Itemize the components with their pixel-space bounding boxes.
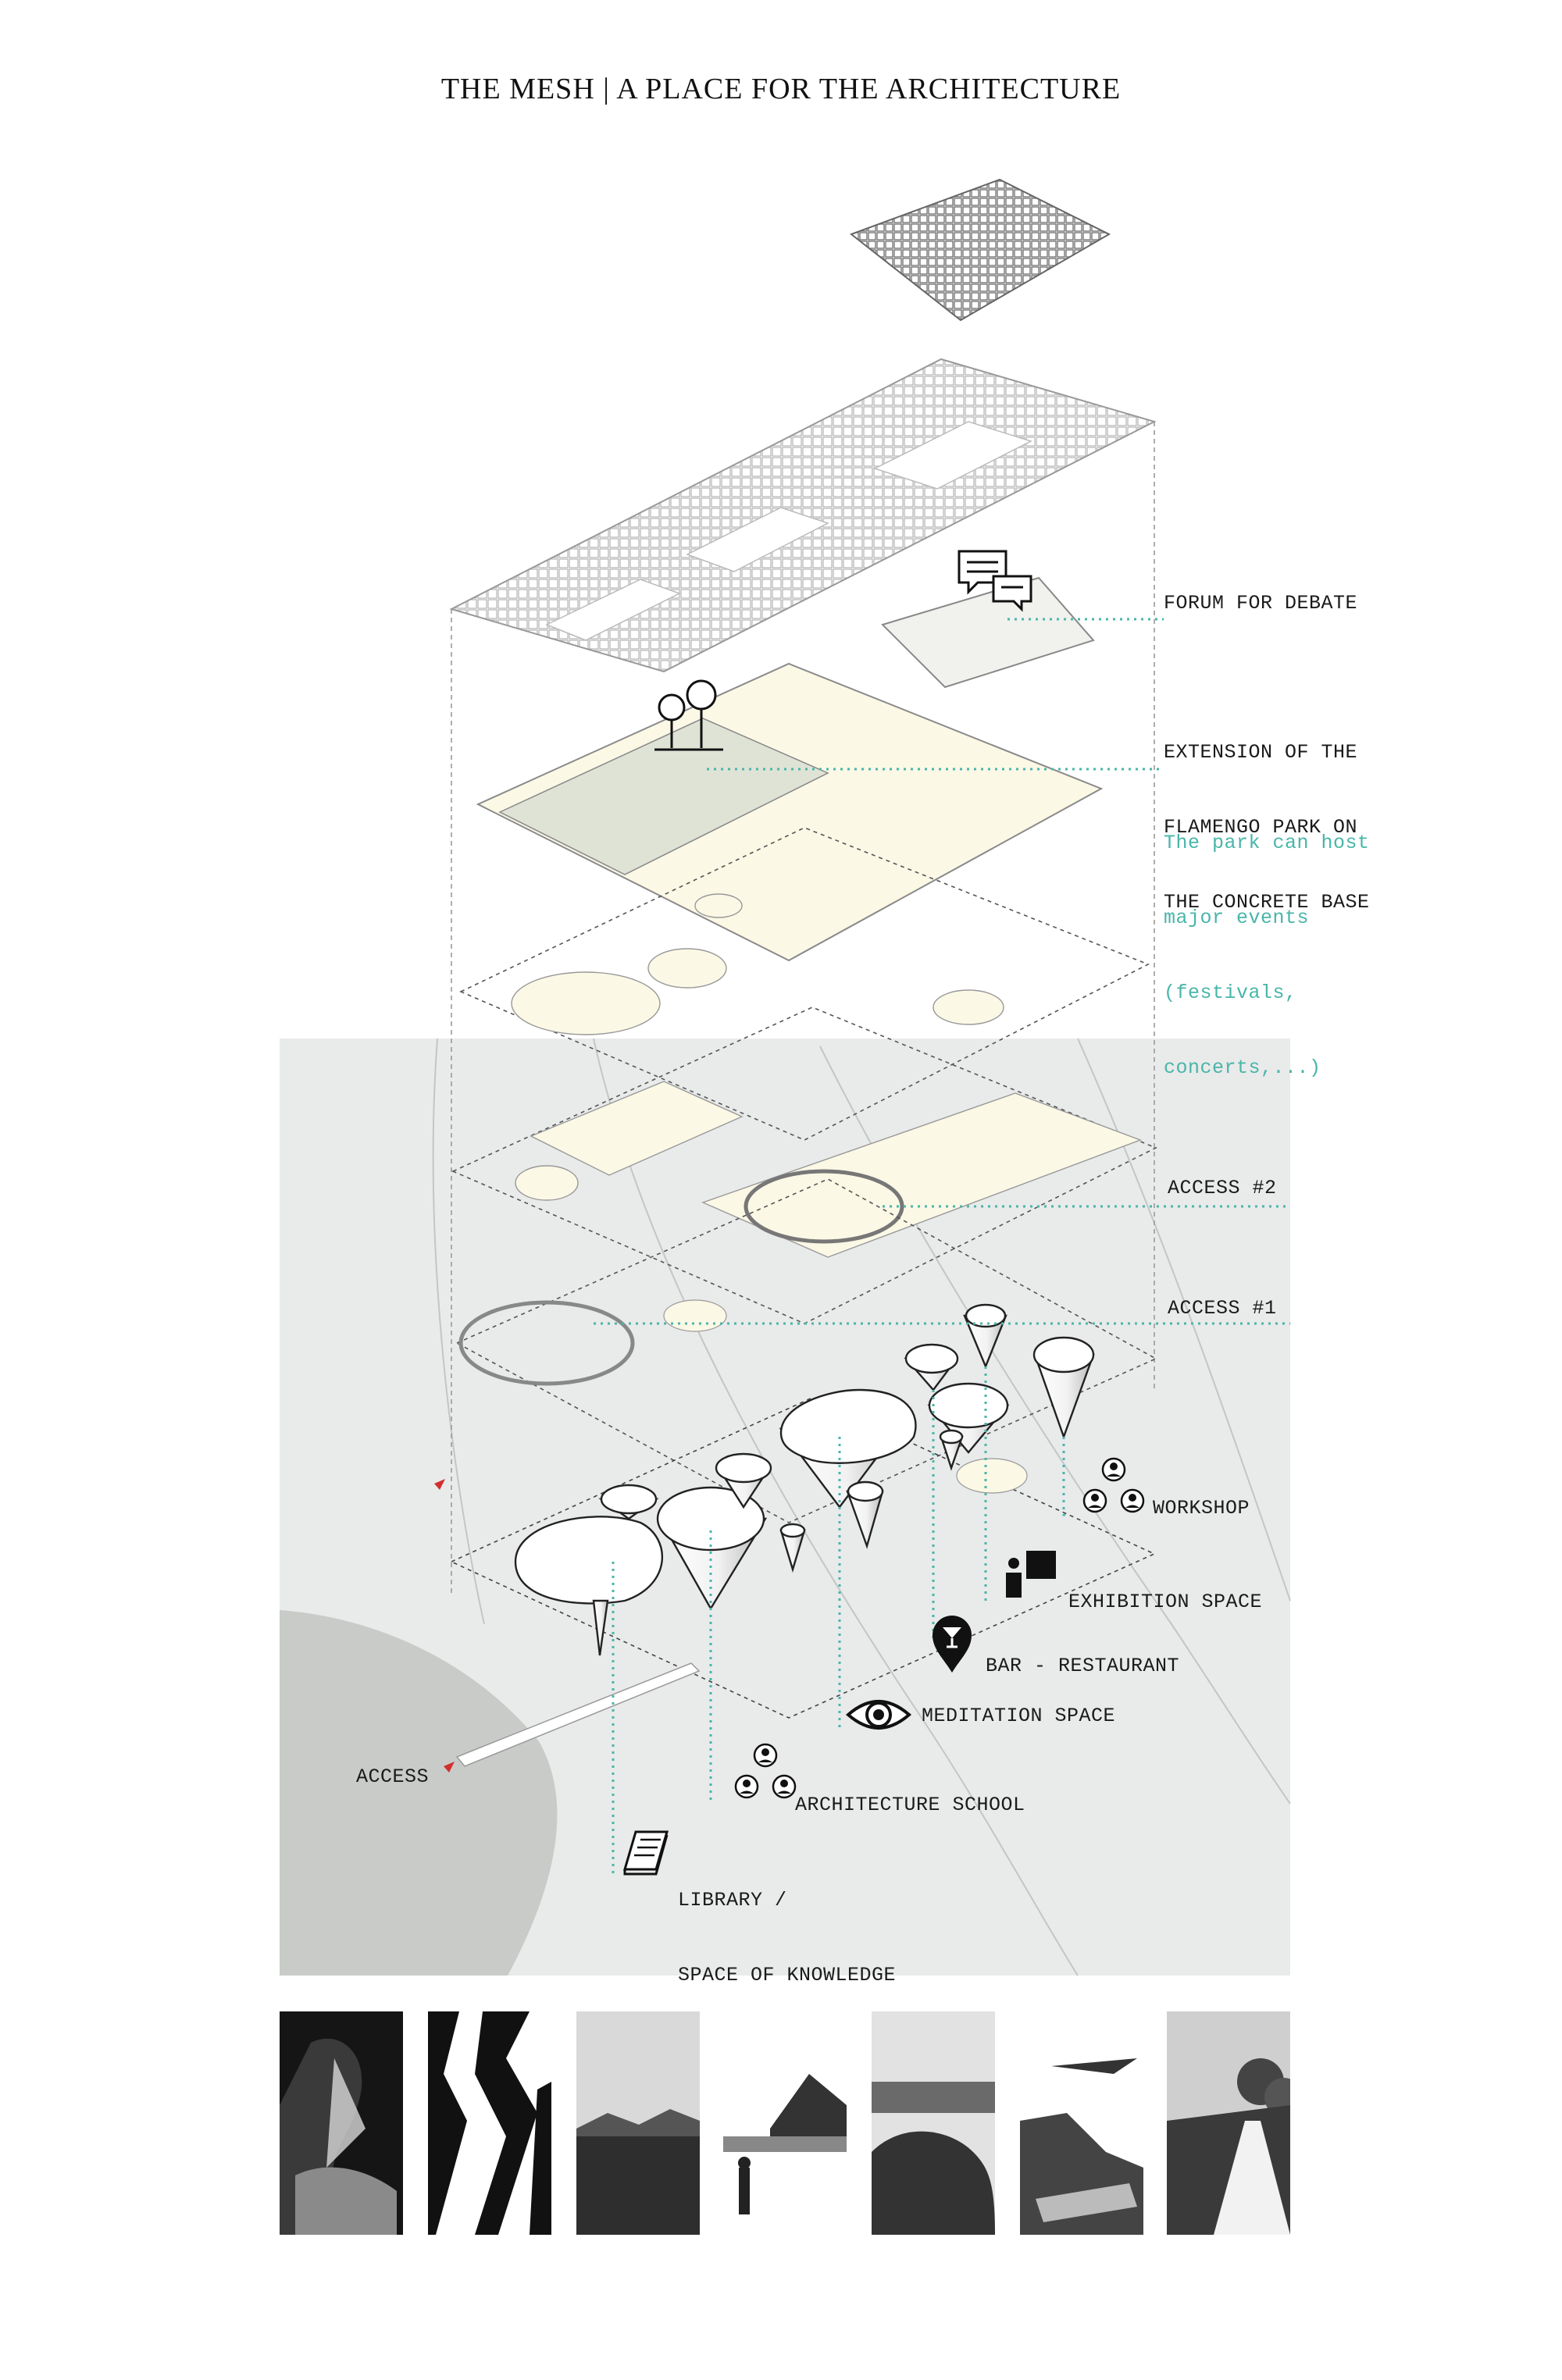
access-2-ramp bbox=[744, 1169, 904, 1244]
cocktail-pin-icon bbox=[933, 1616, 972, 1673]
floor-level-3 bbox=[459, 827, 1150, 1141]
label-library-line-1: LIBRARY / bbox=[678, 1889, 787, 1911]
label-access-2: ACCESS #2 bbox=[1168, 1177, 1277, 1199]
label-library: LIBRARY / SPACE OF KNOWLEDGE bbox=[678, 1838, 896, 2038]
landmass bbox=[280, 1610, 558, 1976]
label-workshop: WORKSHOP bbox=[1153, 1497, 1250, 1520]
photo-coast-rocks bbox=[872, 2011, 995, 2235]
label-library-line-2: SPACE OF KNOWLEDGE bbox=[678, 1964, 897, 1986]
park-level bbox=[476, 662, 1104, 962]
label-architecture-school: ARCHITECTURE SCHOOL bbox=[795, 1794, 1025, 1816]
access-1-ramp bbox=[458, 1300, 635, 1386]
photo-bay bbox=[576, 2011, 700, 2235]
label-bar-restaurant: BAR - RESTAURANT bbox=[986, 1655, 1180, 1677]
label-park-extension-line-1: EXTENSION OF THE bbox=[1164, 741, 1358, 764]
floor-level-2 bbox=[451, 1007, 1157, 1324]
park-green bbox=[498, 718, 829, 875]
photo-cave bbox=[280, 2011, 403, 2235]
label-park-extension-line-2: FLAMENGO PARK ON bbox=[1164, 816, 1358, 839]
photo-trees-path bbox=[1167, 2011, 1290, 2235]
photo-rock-texture bbox=[428, 2011, 551, 2235]
label-exhibition-space: EXHIBITION SPACE bbox=[1068, 1591, 1263, 1613]
park-note-line-2: major events bbox=[1164, 907, 1310, 929]
book-icon bbox=[623, 1830, 669, 1876]
access-marker bbox=[444, 1762, 455, 1773]
label-park-extension: EXTENSION OF THE FLAMENGO PARK ON THE CO… bbox=[1164, 690, 1370, 965]
access-marker-upper bbox=[434, 1479, 445, 1490]
base-level bbox=[450, 1397, 1156, 1719]
photo-museum-cliff bbox=[1020, 2011, 1143, 2235]
leader-lines bbox=[594, 618, 1290, 1874]
people-group-icon bbox=[734, 1743, 797, 1799]
roof-openings bbox=[545, 421, 1032, 641]
label-meditation-space: MEDITATION SPACE bbox=[922, 1705, 1116, 1727]
park-note-line-4: concerts,...) bbox=[1164, 1056, 1321, 1079]
page-title: THE MESH | A PLACE FOR THE ARCHITECTURE bbox=[440, 73, 1122, 105]
floor-2-slab bbox=[530, 1081, 744, 1176]
floor-3-discs bbox=[511, 893, 1004, 1035]
park-events-note: The park can host major events (festival… bbox=[1164, 781, 1370, 1131]
speech-bubbles-icon bbox=[958, 550, 1032, 612]
label-forum-for-debate: FORUM FOR DEBATE bbox=[1164, 592, 1358, 615]
floor-level-1 bbox=[455, 1178, 1157, 1523]
photo-beach-rock bbox=[723, 2011, 847, 2235]
park-note-line-1: The park can host bbox=[1164, 832, 1370, 854]
trees-icon bbox=[654, 679, 723, 751]
label-park-extension-line-3: THE CONCRETE BASE bbox=[1164, 891, 1370, 914]
cones bbox=[514, 1303, 1095, 1656]
roof-lattice bbox=[849, 178, 1111, 322]
person-with-panel-icon bbox=[1006, 1551, 1056, 1598]
park-note-line-3: (festivals, bbox=[1164, 982, 1297, 1004]
forum-platform bbox=[881, 576, 1095, 689]
access-bridge bbox=[455, 1662, 701, 1767]
guide-lines bbox=[451, 422, 1155, 1593]
people-group-icon bbox=[1082, 1457, 1145, 1513]
label-access-1: ACCESS #1 bbox=[1168, 1297, 1277, 1320]
label-access: ACCESS bbox=[356, 1765, 430, 1788]
eye-icon bbox=[845, 1700, 912, 1730]
